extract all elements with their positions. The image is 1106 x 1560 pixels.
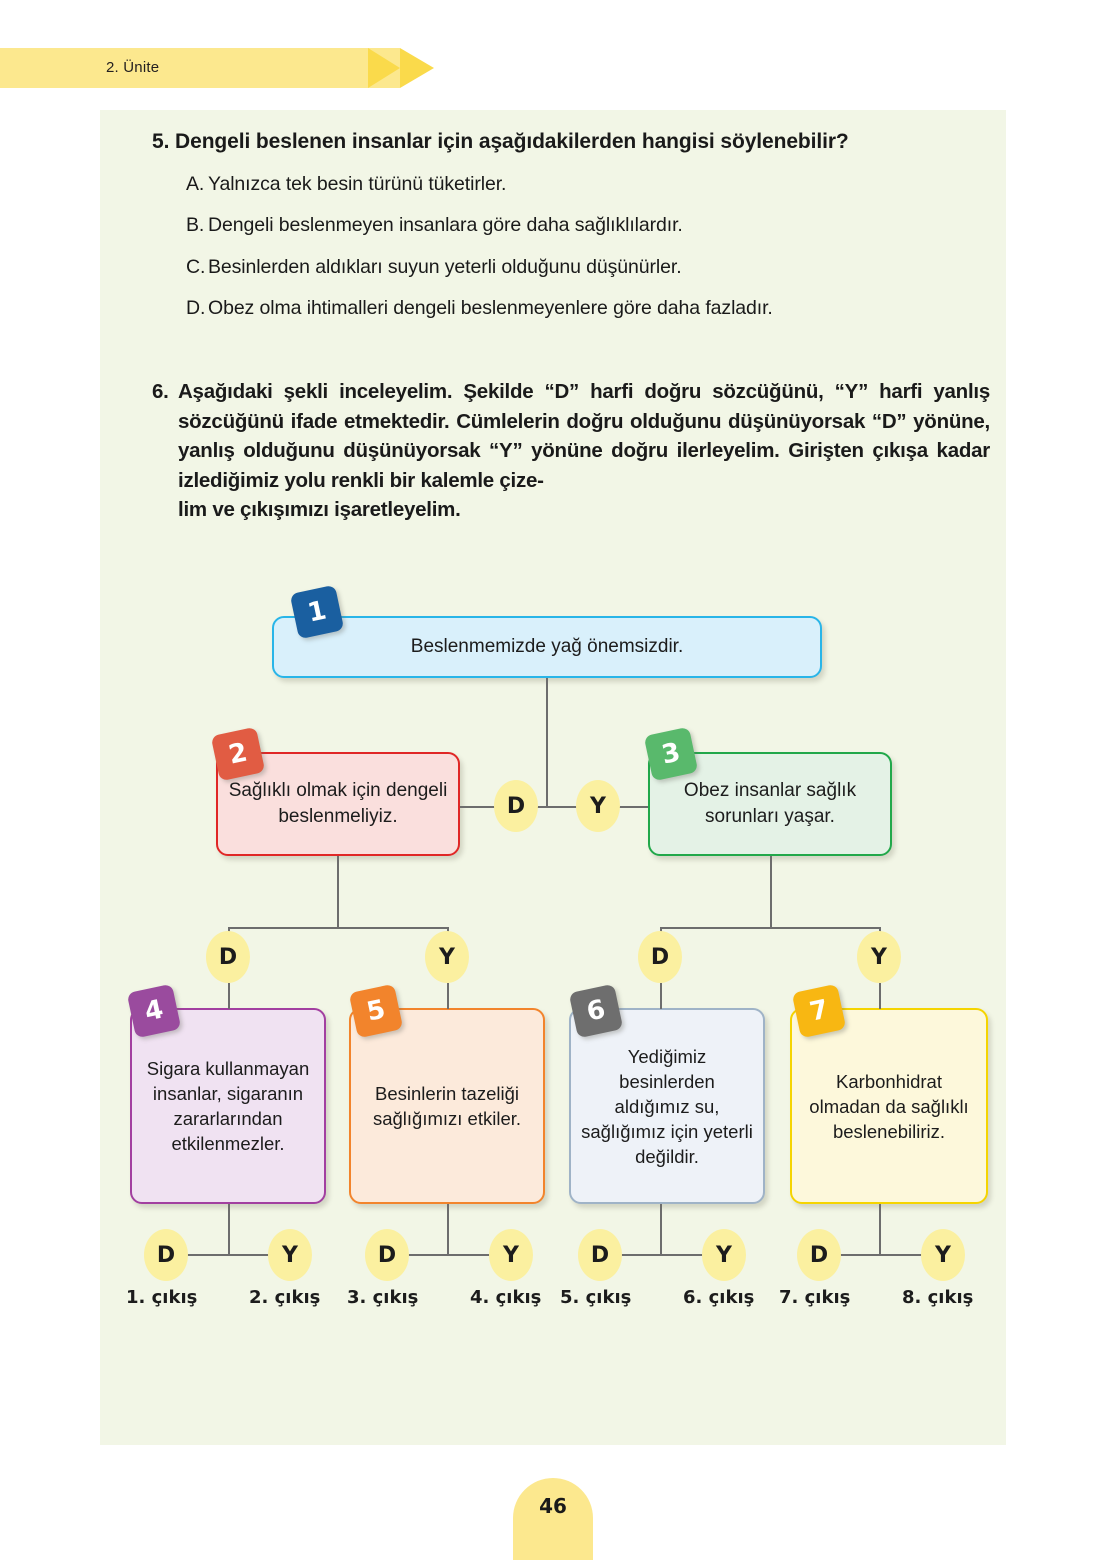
connector-node3-bracket <box>660 927 880 929</box>
connector-to-node6 <box>660 983 662 1009</box>
flow-node-6-badge: 6 <box>568 983 624 1039</box>
marker-level2-right-d[interactable]: D <box>638 931 682 983</box>
option-d-text: Obez olma ihtimalleri dengeli beslenmeye… <box>208 297 773 319</box>
marker-exit-5-d[interactable]: D <box>578 1229 622 1281</box>
question-5-option-c: C.Besinlerden aldıkları suyun yeterli ol… <box>186 256 682 279</box>
question-5-option-a: A.Yalnızca tek besin türünü tüketirler. <box>186 173 506 196</box>
marker-exit-6-y[interactable]: Y <box>702 1229 746 1281</box>
unit-banner <box>0 48 400 88</box>
marker-exit-4-y[interactable]: Y <box>489 1229 533 1281</box>
option-b-letter: B. <box>186 214 205 236</box>
page-number: 46 <box>513 1478 593 1560</box>
flow-node-4[interactable]: Sigara kullanmayan insanlar, sigaranın z… <box>130 1008 326 1204</box>
flow-node-6[interactable]: Yediğimiz besinlerden aldığımız su, sağl… <box>569 1008 765 1204</box>
question-5-option-b: B.Dengeli beslenmeyen insanlara göre dah… <box>186 214 683 237</box>
connector-node4-down <box>228 1204 230 1254</box>
question-6-text-last: lim ve çıkışımızı işaretleyelim. <box>178 498 461 521</box>
flow-node-3-badge: 3 <box>643 726 699 782</box>
question-6: 6. Aşağıdaki şekli inceleyelim. Şekilde … <box>152 377 990 525</box>
flow-node-1-badge: 1 <box>289 584 345 640</box>
question-5-prompt: 5. Dengeli beslenen insanlar için aşağıd… <box>152 130 849 153</box>
connector-node1-down <box>546 678 548 807</box>
exit-label-2: 2. çıkış <box>249 1287 321 1308</box>
connector-exit-5-6 <box>602 1254 724 1256</box>
option-d-letter: D. <box>186 297 206 319</box>
marker-level2-left-d[interactable]: D <box>206 931 250 983</box>
connector-node6-down <box>660 1204 662 1254</box>
flow-node-5[interactable]: Besinlerin tazeliği sağlığımızı etkiler. <box>349 1008 545 1204</box>
option-c-letter: C. <box>186 256 206 278</box>
marker-exit-3-d[interactable]: D <box>365 1229 409 1281</box>
flow-node-7[interactable]: Karbonhidrat olmadan da sağlıklı beslene… <box>790 1008 988 1204</box>
question-6-text-main: Aşağıdaki şekli inceleyelim. Şekilde “D”… <box>178 380 990 492</box>
flow-node-5-badge: 5 <box>348 983 404 1039</box>
marker-exit-2-y[interactable]: Y <box>268 1229 312 1281</box>
connector-to-node4 <box>228 983 230 1009</box>
option-c-text: Besinlerden aldıkları suyun yeterli oldu… <box>208 256 682 278</box>
flow-node-2-badge: 2 <box>210 726 266 782</box>
marker-level1-d[interactable]: D <box>494 780 538 832</box>
exit-label-5: 5. çıkış <box>560 1287 632 1308</box>
connector-node2-down <box>337 856 339 928</box>
unit-banner-arrow-icon <box>400 48 434 88</box>
marker-level1-y[interactable]: Y <box>576 780 620 832</box>
flow-node-7-badge: 7 <box>791 983 847 1039</box>
connector-exit-3-4 <box>389 1254 511 1256</box>
connector-node5-down <box>447 1204 449 1254</box>
unit-banner-notch-shape <box>368 48 400 88</box>
connector-level1-horizontal <box>460 806 648 808</box>
question-6-number: 6. <box>152 380 169 403</box>
connector-exit-7-8 <box>821 1254 943 1256</box>
marker-exit-1-d[interactable]: D <box>144 1229 188 1281</box>
option-a-letter: A. <box>186 173 205 195</box>
marker-exit-8-y[interactable]: Y <box>921 1229 965 1281</box>
marker-level2-left-y[interactable]: Y <box>425 931 469 983</box>
option-b-text: Dengeli beslenmeyen insanlara göre daha … <box>208 214 683 236</box>
connector-node2-bracket <box>228 927 448 929</box>
option-a-text: Yalnızca tek besin türünü tüketirler. <box>208 173 507 195</box>
marker-exit-7-d[interactable]: D <box>797 1229 841 1281</box>
exit-label-6: 6. çıkış <box>683 1287 755 1308</box>
question-5-option-d: D.Obez olma ihtimalleri dengeli beslenme… <box>186 297 773 320</box>
marker-level2-right-y[interactable]: Y <box>857 931 901 983</box>
connector-exit-1-2 <box>168 1254 290 1256</box>
connector-node3-down <box>770 856 772 928</box>
exit-label-7: 7. çıkış <box>779 1287 851 1308</box>
flow-node-4-badge: 4 <box>126 983 182 1039</box>
connector-to-node5 <box>447 983 449 1009</box>
exit-label-1: 1. çıkış <box>126 1287 198 1308</box>
flow-node-1[interactable]: Beslenmemizde yağ önemsizdir. <box>272 616 822 678</box>
exit-label-8: 8. çıkış <box>902 1287 974 1308</box>
connector-to-node7 <box>879 983 881 1009</box>
exit-label-3: 3. çıkış <box>347 1287 419 1308</box>
connector-node7-down <box>879 1204 881 1254</box>
question-6-text: Aşağıdaki şekli inceleyelim. Şekilde “D”… <box>152 377 990 525</box>
unit-label: 2. Ünite <box>106 59 160 76</box>
exit-label-4: 4. çıkış <box>470 1287 542 1308</box>
